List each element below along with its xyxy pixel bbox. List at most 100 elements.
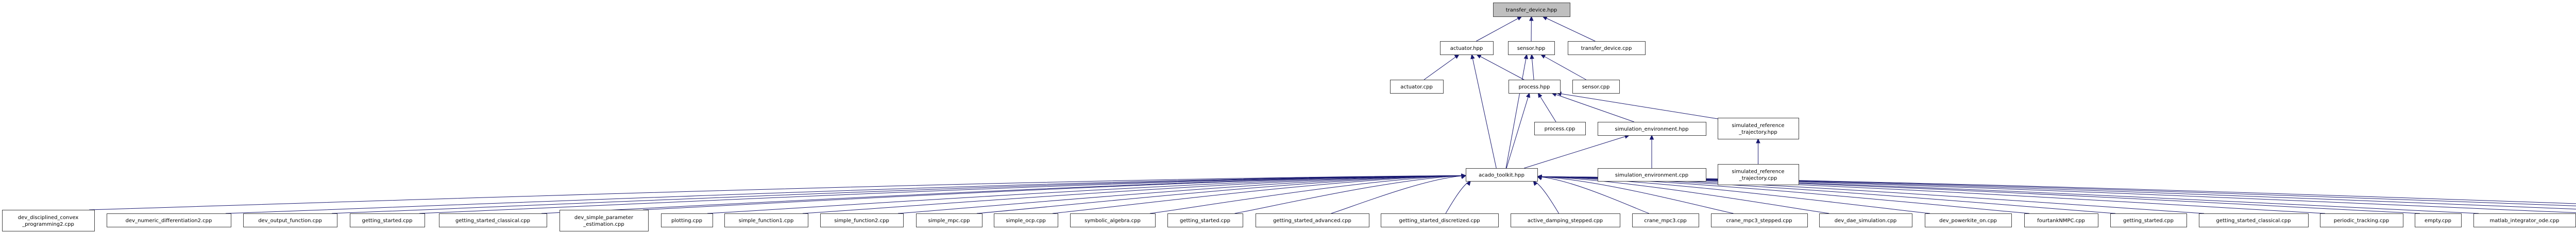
node-label: fourtankNMPC.cpp: [2037, 218, 2085, 224]
edge-acado-toolkit-hpp-to-actuator-hpp: [1471, 54, 1497, 169]
node-simple-function2-cpp[interactable]: simple_function2.cpp: [820, 213, 904, 227]
node-symbolic-algebra-cpp[interactable]: symbolic_algebra.cpp: [1070, 213, 1156, 227]
node-box: [1440, 41, 1494, 55]
node-box: [2024, 213, 2098, 227]
node-crane-mpc3-stepped-cpp[interactable]: crane_mpc3_stepped.cpp: [1711, 213, 1808, 227]
node-matlab-integrator-ode-cpp[interactable]: matlab_integrator_ode.cpp: [2473, 213, 2576, 227]
arrowhead-icon: [1533, 181, 1538, 186]
node-box: [1167, 213, 1243, 227]
node-label: simple_mpc.cpp: [928, 218, 970, 224]
edge-process-cpp-to-process-hpp: [1538, 93, 1556, 122]
edge-simulated-reference-trajectory-hpp-to-process-hpp: [1556, 93, 1718, 119]
node-process-hpp[interactable]: process.hpp: [1509, 80, 1561, 94]
node-label: dev_simple_parameter: [574, 215, 634, 221]
node-getting-started-discretized-cpp[interactable]: getting_started_discretized.cpp: [1381, 213, 1499, 227]
node-crane-mpc3-cpp[interactable]: crane_mpc3.cpp: [1632, 213, 1699, 227]
node-label: _estimation.cpp: [583, 222, 624, 227]
node-label: sensor.hpp: [1517, 46, 1545, 51]
node-getting-started-classical-cpp[interactable]: getting_started_classical.cpp: [2199, 213, 2309, 227]
edge-simulation-environment-hpp-to-process-hpp: [1552, 93, 1634, 122]
node-label: process.hpp: [1519, 84, 1550, 90]
edge-b18-to-acado-toolkit-hpp: [1537, 176, 1734, 214]
arrowhead-icon: [1530, 53, 1534, 59]
node-empty-cpp[interactable]: empty.cpp: [2415, 213, 2462, 227]
node-box: [2110, 213, 2187, 227]
node-label: dev_numeric_differentiation2.cpp: [126, 218, 212, 224]
node-label: crane_mpc3_stepped.cpp: [1726, 218, 1792, 224]
node-box: [1534, 122, 1586, 135]
node-label: process.cpp: [1545, 127, 1575, 132]
node-dev-output-function-cpp[interactable]: dev_output_function.cpp: [243, 213, 337, 227]
node-label: dev_powerkite_on.cpp: [1939, 218, 1997, 224]
node-label: _trajectory.cpp: [1739, 176, 1777, 182]
node-dev-dae-simulation-cpp[interactable]: dev_dae_simulation.cpp: [1819, 213, 1912, 227]
edge-b06-to-acado-toolkit-hpp: [642, 175, 1466, 210]
edge-b14-to-acado-toolkit-hpp: [1331, 175, 1466, 214]
node-fourtanknmpc-cpp[interactable]: fourtankNMPC.cpp: [2024, 213, 2098, 227]
edge-b15-to-acado-toolkit-hpp: [1445, 181, 1471, 214]
node-box: [1598, 168, 1706, 182]
node-simulated-reference-trajectory-hpp[interactable]: simulated_reference_trajectory.hpp: [1718, 118, 1799, 139]
arrowhead-icon: [1523, 53, 1529, 60]
node-label: getting_started_classical.cpp: [2216, 218, 2291, 224]
node-periodic-tracking-cpp[interactable]: periodic_tracking.cpp: [2320, 213, 2403, 227]
edge-b04-to-acado-toolkit-hpp: [419, 175, 1466, 214]
edge-acado-toolkit-hpp-to-simulation-environment-hpp: [1524, 135, 1630, 169]
node-simple-function1-cpp[interactable]: simple_function1.cpp: [724, 213, 808, 227]
node-box: [1925, 213, 2012, 227]
node-label: getting_started_classical.cpp: [455, 218, 530, 224]
node-label: active_damping_stepped.cpp: [1528, 218, 1603, 224]
edge-b25-to-acado-toolkit-hpp: [1537, 176, 2420, 214]
node-active-damping-stepped-cpp[interactable]: active_damping_stepped.cpp: [1511, 213, 1620, 227]
node-label: dev_disciplined_convex: [18, 215, 79, 221]
node-box: [1568, 41, 1646, 55]
edge-sensor-cpp-to-sensor-hpp: [1540, 54, 1586, 80]
node-dev-disciplined-convex-programming2-cpp[interactable]: dev_disciplined_convex_programming2.cpp: [2, 210, 95, 231]
node-sensor-hpp[interactable]: sensor.hpp: [1508, 41, 1555, 55]
node-getting-started-cpp[interactable]: getting_started.cpp: [350, 213, 425, 227]
node-actuator-cpp[interactable]: actuator.cpp: [1390, 80, 1444, 94]
edge-acado-toolkit-hpp-to-sensor-hpp: [1505, 54, 1527, 169]
arrowhead-icon: [1466, 181, 1471, 186]
node-dev-numeric-differentiation2-cpp[interactable]: dev_numeric_differentiation2.cpp: [107, 213, 231, 227]
node-simple-mpc-cpp[interactable]: simple_mpc.cpp: [916, 213, 982, 227]
node-box: [1256, 213, 1369, 227]
edge-b10-to-acado-toolkit-hpp: [976, 175, 1466, 214]
node-getting-started-cpp[interactable]: getting_started.cpp: [1167, 213, 1243, 227]
node-box: [439, 213, 547, 227]
node-label: getting_started_advanced.cpp: [1273, 218, 1351, 224]
node-simple-ocp-cpp[interactable]: simple_ocp.cpp: [994, 213, 1058, 227]
node-label: sensor.cpp: [1582, 84, 1610, 90]
node-box: [2, 210, 95, 231]
node-acado-toolkit-hpp[interactable]: acado_toolkit.hpp: [1466, 168, 1538, 182]
node-box: [916, 213, 982, 227]
edge-acado-toolkit-hpp-to-process-hpp: [1506, 93, 1530, 169]
arrowhead-icon: [1649, 134, 1654, 140]
node-simulation-environment-hpp[interactable]: simulation_environment.hpp: [1598, 122, 1706, 136]
node-label: getting_started.cpp: [1180, 218, 1230, 224]
node-simulation-environment-cpp[interactable]: simulation_environment.cpp: [1598, 168, 1706, 182]
arrowhead-icon: [1756, 138, 1760, 143]
arrowhead-icon: [1526, 92, 1531, 98]
node-transfer-device-cpp[interactable]: transfer_device.cpp: [1568, 41, 1646, 55]
node-actuator-hpp[interactable]: actuator.hpp: [1440, 41, 1494, 55]
node-getting-started-advanced-cpp[interactable]: getting_started_advanced.cpp: [1256, 213, 1369, 227]
node-sensor-cpp[interactable]: sensor.cpp: [1572, 80, 1620, 94]
node-dev-simple-parameter-estimation-cpp[interactable]: dev_simple_parameter_estimation.cpp: [560, 210, 649, 231]
edge-b08-to-acado-toolkit-hpp: [802, 175, 1466, 214]
node-label: acado_toolkit.hpp: [1479, 173, 1524, 178]
node-box: [2320, 213, 2403, 227]
node-getting-started-cpp[interactable]: getting_started.cpp: [2110, 213, 2187, 227]
node-label: dev_dae_simulation.cpp: [1835, 218, 1897, 224]
node-box: [994, 213, 1058, 227]
edge-process-hpp-to-actuator-hpp: [1476, 54, 1524, 80]
node-dev-powerkite-on-cpp[interactable]: dev_powerkite_on.cpp: [1925, 213, 2012, 227]
node-label: transfer_device.cpp: [1581, 46, 1632, 51]
node-plotting-cpp[interactable]: plotting.cpp: [661, 213, 713, 227]
node-process-cpp[interactable]: process.cpp: [1534, 122, 1586, 135]
edge-b07-to-acado-toolkit-hpp: [707, 175, 1466, 214]
node-transfer-device-hpp[interactable]: transfer_device.hpp: [1493, 3, 1570, 17]
node-simulated-reference-trajectory-cpp[interactable]: simulated_reference_trajectory.cpp: [1718, 164, 1799, 185]
node-label: empty.cpp: [2425, 218, 2451, 224]
node-getting-started-classical-cpp[interactable]: getting_started_classical.cpp: [439, 213, 547, 227]
